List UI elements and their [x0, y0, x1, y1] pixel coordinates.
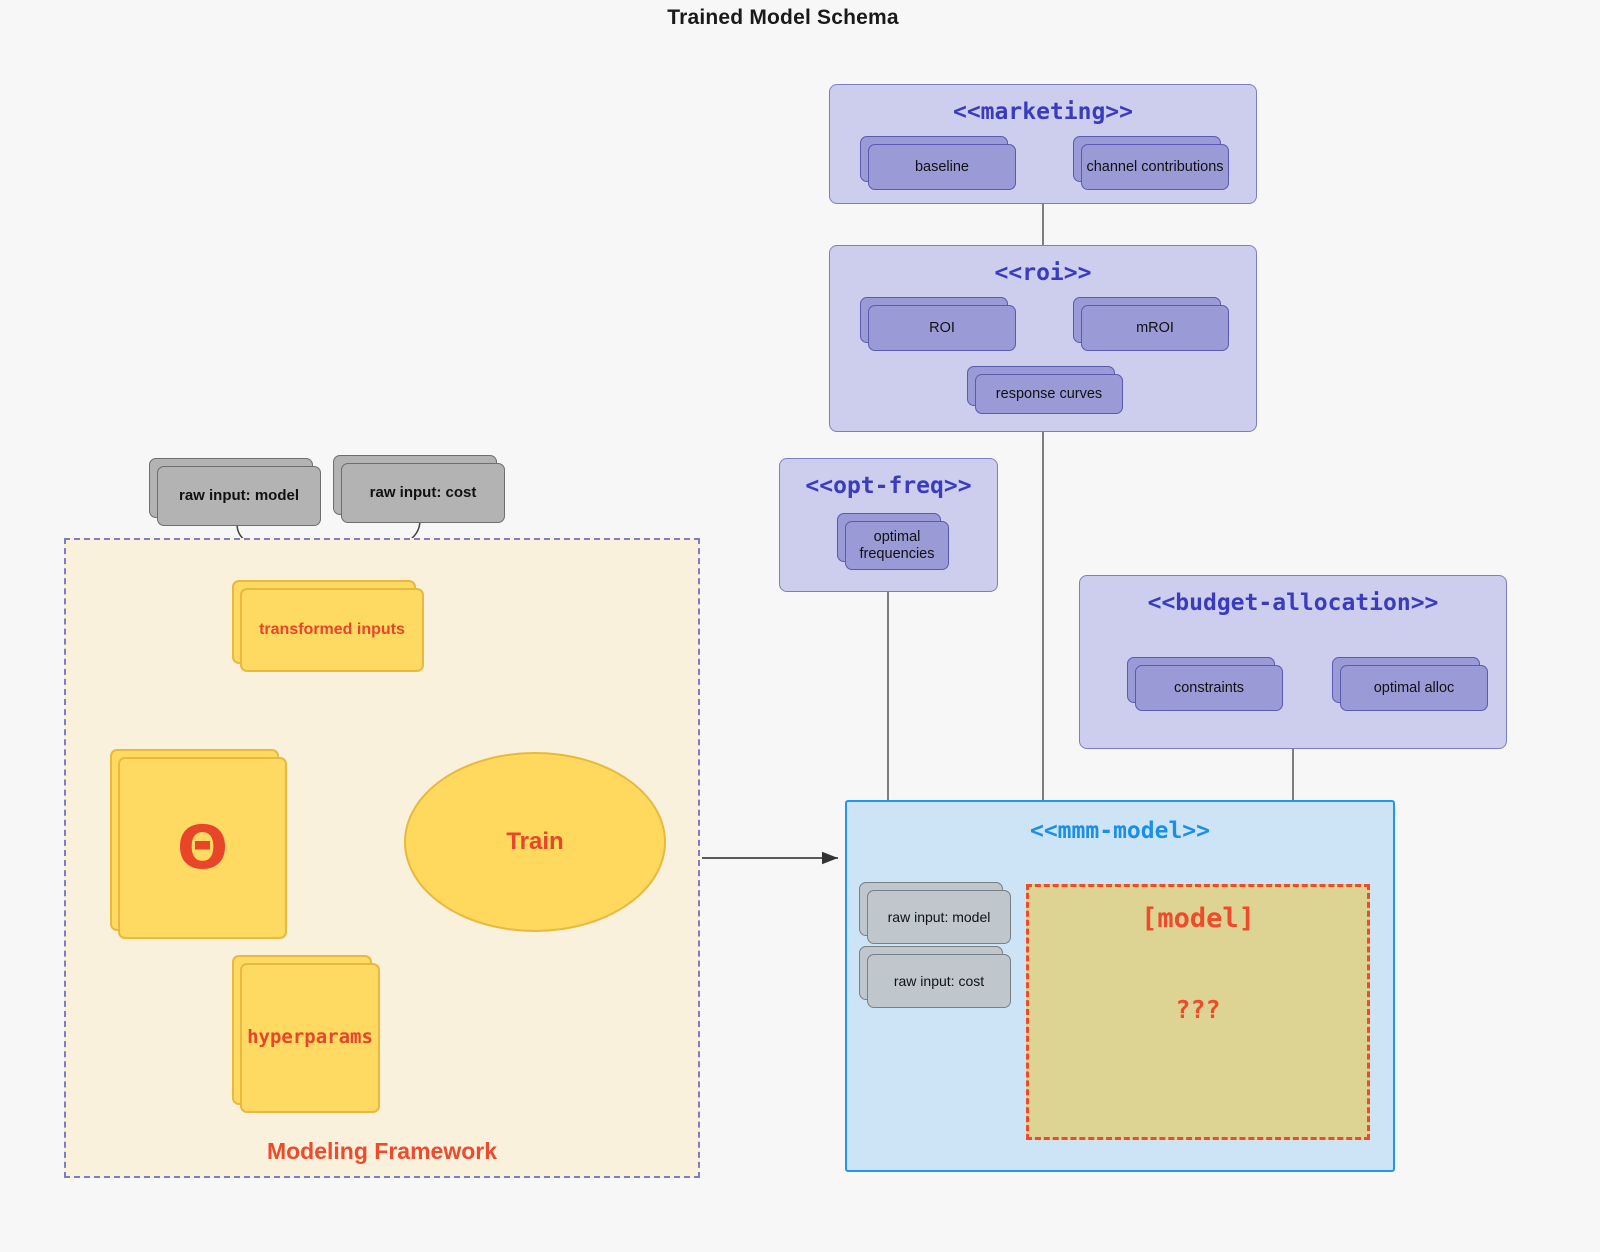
- card-mmm-raw-input-cost-label: raw input: cost: [867, 954, 1011, 1008]
- namespace-budget-allocation[interactable]: <<budget-allocation>> constraints optima…: [1079, 575, 1507, 749]
- card-response-curves[interactable]: response curves: [967, 366, 1123, 414]
- card-mroi[interactable]: mROI: [1073, 297, 1229, 351]
- card-optimal-frequencies-label: optimal frequencies: [845, 521, 949, 570]
- namespace-mmm-model-title: <<mmm-model>>: [1029, 818, 1210, 844]
- model-placeholder-box[interactable]: [model] ???: [1026, 884, 1370, 1140]
- process-train[interactable]: Train: [404, 752, 666, 932]
- card-response-curves-label: response curves: [975, 374, 1123, 414]
- namespace-budget-allocation-title: <<budget-allocation>>: [1147, 590, 1439, 616]
- card-transformed-inputs[interactable]: transformed inputs: [232, 580, 424, 672]
- card-mmm-raw-input-model[interactable]: raw input: model: [859, 882, 1011, 944]
- model-placeholder-label: [model]: [1141, 903, 1255, 934]
- card-constraints[interactable]: constraints: [1127, 657, 1283, 711]
- card-channel-contributions-label: channel contributions: [1081, 144, 1229, 190]
- namespace-marketing-title: <<marketing>>: [952, 99, 1133, 125]
- card-baseline-label: baseline: [868, 144, 1016, 190]
- card-mmm-raw-input-model-label: raw input: model: [867, 890, 1011, 944]
- namespace-roi-title: <<roi>>: [994, 260, 1092, 286]
- card-mroi-label: mROI: [1081, 305, 1229, 351]
- card-hyperparams-label: hyperparams: [240, 963, 380, 1113]
- namespace-opt-freq[interactable]: <<opt-freq>> optimal frequencies: [779, 458, 998, 592]
- namespace-marketing[interactable]: <<marketing>> baseline channel contribut…: [829, 84, 1257, 204]
- card-roi[interactable]: ROI: [860, 297, 1016, 351]
- card-baseline[interactable]: baseline: [860, 136, 1016, 190]
- card-hyperparams[interactable]: hyperparams: [232, 955, 380, 1113]
- card-optimal-alloc[interactable]: optimal alloc: [1332, 657, 1488, 711]
- card-theta-symbol: Θ: [118, 757, 287, 939]
- card-transformed-inputs-label: transformed inputs: [240, 588, 424, 672]
- card-optimal-frequencies[interactable]: optimal frequencies: [837, 513, 949, 570]
- card-mmm-raw-input-cost[interactable]: raw input: cost: [859, 946, 1011, 1008]
- card-raw-input-model-top[interactable]: raw input: model: [149, 458, 321, 526]
- card-raw-input-model-top-label: raw input: model: [157, 466, 321, 526]
- modeling-framework-label: Modeling Framework: [266, 1138, 498, 1164]
- card-constraints-label: constraints: [1135, 665, 1283, 711]
- namespace-opt-freq-title: <<opt-freq>>: [805, 473, 972, 499]
- card-channel-contributions[interactable]: channel contributions: [1073, 136, 1229, 190]
- namespace-roi[interactable]: <<roi>> ROI mROI response curves: [829, 245, 1257, 432]
- card-theta[interactable]: Θ: [110, 749, 287, 939]
- card-optimal-alloc-label: optimal alloc: [1340, 665, 1488, 711]
- card-roi-label: ROI: [868, 305, 1016, 351]
- card-raw-input-cost-top[interactable]: raw input: cost: [333, 455, 505, 523]
- model-placeholder-unknown: ???: [1175, 995, 1221, 1024]
- page-title: Trained Model Schema: [667, 6, 899, 29]
- card-raw-input-cost-top-label: raw input: cost: [341, 463, 505, 523]
